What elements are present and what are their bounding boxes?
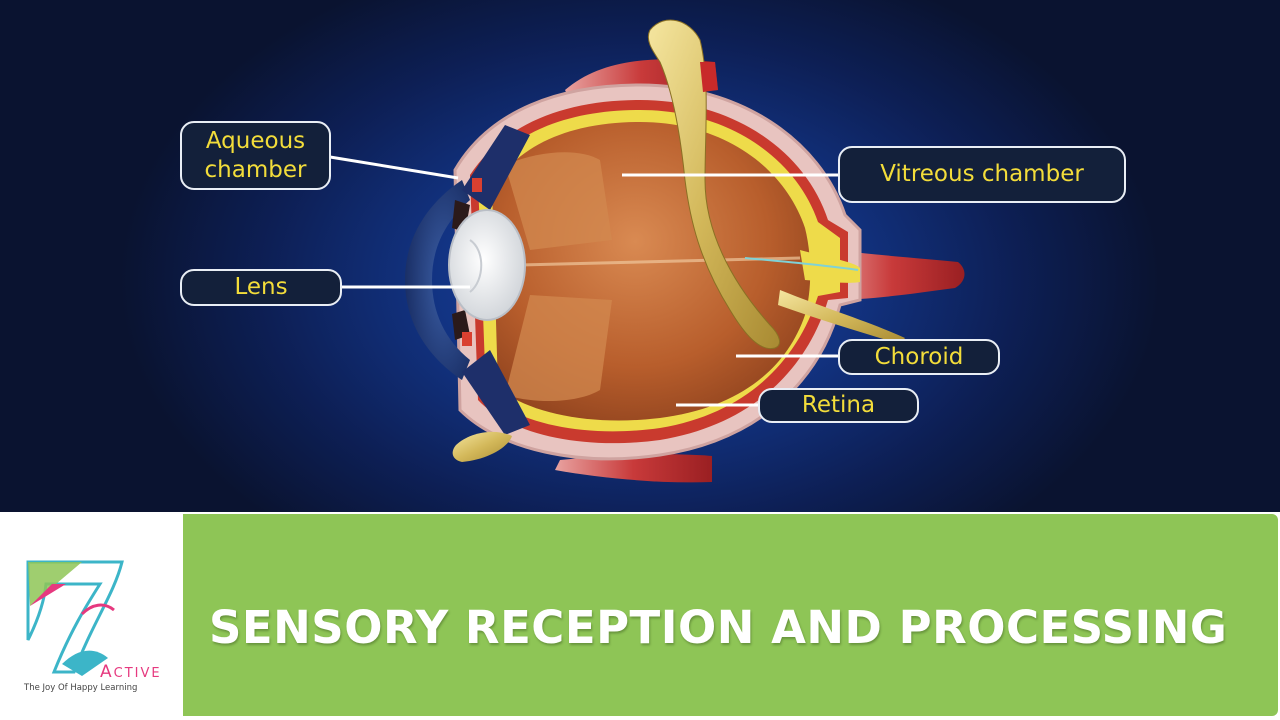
number-7-logo-icon [26,560,124,676]
label-retina: Retina [758,388,919,423]
title-banner-area: ACTIVE The Joy Of Happy Learning SENSORY… [0,512,1280,720]
page-title: SENSORY RECEPTION AND PROCESSING [209,600,1228,654]
cornea [405,180,470,380]
brand-name-initial: A [100,662,114,682]
label-vitreous-chamber: Vitreous chamber [838,146,1126,203]
label-aqueous-chamber: Aqueous chamber [180,121,331,190]
label-lens-text: Lens [234,274,288,300]
eye-cross-section-illustration [329,19,965,483]
label-vitreous-chamber-text: Vitreous chamber [880,161,1084,187]
aqueous-leader-line [329,155,459,180]
lens [448,209,526,321]
title-bar: SENSORY RECEPTION AND PROCESSING [183,514,1278,716]
label-retina-text: Retina [801,392,876,418]
brand-logo: ACTIVE The Joy Of Happy Learning [0,512,183,720]
eye-diagram: Aqueous chamber Lens Vitreous chamber Ch… [0,0,1280,512]
label-lens: Lens [180,269,342,306]
brand-tagline: The Joy Of Happy Learning [24,683,138,693]
brand-name-rest: CTIVE [113,666,162,681]
label-aqueous-chamber-text: Aqueous chamber [204,127,307,183]
lower-muscle [555,454,712,483]
brand-name: ACTIVE [100,662,162,682]
label-choroid-text: Choroid [874,343,964,370]
label-choroid: Choroid [838,339,1000,375]
